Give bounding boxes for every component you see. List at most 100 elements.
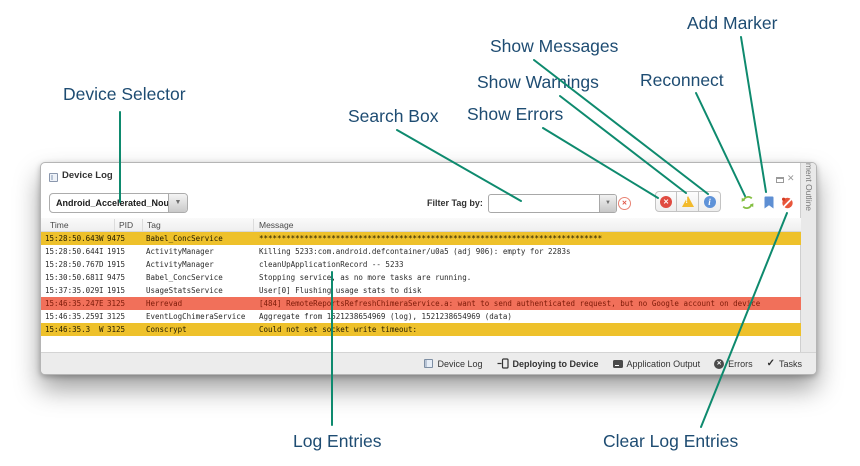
log-cell-tag: ActivityManager <box>146 260 214 269</box>
log-cell-pid: 9475 <box>107 234 126 243</box>
annotation-show-warnings: Show Warnings <box>477 72 599 92</box>
info-circle-icon: i <box>703 195 716 208</box>
column-divider <box>253 219 254 231</box>
filter-tag-label: Filter Tag by: <box>427 198 483 208</box>
panel-icon <box>424 359 434 368</box>
annotation-show-errors: Show Errors <box>467 104 564 124</box>
log-cell-time: 15:28:50.767 <box>45 260 100 269</box>
log-cell-time: 15:46:35.247 <box>45 299 100 308</box>
column-header-tag[interactable]: Tag <box>147 220 161 230</box>
clear-log-button[interactable] <box>780 195 795 210</box>
log-level-toggle-group: ✕ ! i <box>655 191 721 212</box>
column-divider <box>142 219 143 231</box>
log-cell-tag: UsageStatsService <box>146 286 223 295</box>
log-cell-pid: 3125 <box>107 325 126 334</box>
statusbar-item-deploying[interactable]: Deploying to Device <box>497 358 599 369</box>
document-outline-label: Document Outline <box>804 163 814 212</box>
column-divider <box>114 219 115 231</box>
log-cell-pid: 9475 <box>107 273 126 282</box>
annotation-reconnect: Reconnect <box>640 70 724 90</box>
annotation-add-marker: Add Marker <box>687 13 778 33</box>
annotation-clear-log-entries: Clear Log Entries <box>603 431 739 451</box>
clear-filter-icon[interactable]: ✕ <box>618 197 631 210</box>
close-icon[interactable]: ✕ <box>787 173 795 183</box>
panel-icon <box>49 173 58 182</box>
panel-title: Device Log <box>62 170 113 181</box>
statusbar-item-application-output[interactable]: Application Output <box>612 359 700 369</box>
show-warnings-button[interactable]: ! <box>677 191 699 212</box>
device-selector-value: Android_Accelerated_Nougat <box>56 198 183 208</box>
log-cell-level: D <box>99 260 104 269</box>
search-box[interactable]: ▼ <box>488 194 617 213</box>
log-cell-time: 15:37:35.029 <box>45 286 100 295</box>
log-cell-level: I <box>99 312 104 321</box>
log-table-header: Time PID Tag Message <box>41 218 801 232</box>
log-cell-message: Killing 5233:com.android.defcontainer/u0… <box>259 247 571 256</box>
log-cell-tag: Herrevad <box>146 299 183 308</box>
log-cell-level: I <box>99 273 104 282</box>
device-selector-combo[interactable]: Android_Accelerated_Nougat ▼ <box>49 193 188 213</box>
log-cell-level: W <box>99 325 104 334</box>
log-cell-tag: Babel_ConcService <box>146 234 223 243</box>
log-cell-time: 15:46:35.3 <box>45 325 91 334</box>
log-cell-time: 15:28:50.643 <box>45 234 100 243</box>
statusbar-item-tasks[interactable]: ✓ Tasks <box>766 358 802 369</box>
warning-triangle-icon: ! <box>681 196 694 207</box>
chevron-down-icon[interactable]: ▼ <box>599 195 616 212</box>
filter-tag-input[interactable] <box>491 196 597 211</box>
log-cell-message: Could not set socket write timeout: <box>259 325 418 334</box>
annotation-log-entries: Log Entries <box>293 431 382 451</box>
annotation-show-messages: Show Messages <box>490 36 619 56</box>
add-marker-button[interactable] <box>762 195 777 210</box>
device-deploy-icon <box>497 358 509 369</box>
show-errors-button[interactable]: ✕ <box>655 191 677 212</box>
device-log-panel: Device Log ✕ Android_Accelerated_Nougat … <box>40 162 817 375</box>
column-header-message[interactable]: Message <box>259 220 294 230</box>
tab-document-outline[interactable]: Document Outline <box>800 163 816 353</box>
annotation-search-box: Search Box <box>348 106 439 126</box>
log-cell-level: W <box>99 234 104 243</box>
log-cell-pid: 3125 <box>107 299 126 308</box>
log-cell-time: 15:30:50.681 <box>45 273 100 282</box>
float-window-icon[interactable] <box>776 177 784 183</box>
statusbar-item-device-log[interactable]: Device Log <box>424 359 483 369</box>
annotation-device-selector: Device Selector <box>63 84 186 104</box>
log-cell-pid: 1915 <box>107 286 126 295</box>
log-cell-level: I <box>99 286 104 295</box>
log-cell-tag: ActivityManager <box>146 247 214 256</box>
check-icon: ✓ <box>766 358 775 369</box>
log-cell-message: cleanUpApplicationRecord -- 5233 <box>259 260 404 269</box>
log-cell-tag: Babel_ConcService <box>146 273 223 282</box>
log-cell-time: 15:28:50.644 <box>45 247 100 256</box>
column-header-time[interactable]: Time <box>50 220 69 230</box>
log-cell-tag: Conscrypt <box>146 325 187 334</box>
log-cell-message: [484] RemoteReportsRefreshChimeraService… <box>259 299 761 308</box>
error-circle-icon: ✕ <box>660 195 672 208</box>
log-cell-tag: EventLogChimeraService <box>146 312 246 321</box>
reconnect-button[interactable] <box>740 195 755 210</box>
status-bar: Device Log Deploying to Device Applicati… <box>41 352 816 374</box>
log-cell-message: User[0] Flushing usage stats to disk <box>259 286 422 295</box>
log-cell-message: Stopping service, as no more tasks are r… <box>259 273 472 282</box>
log-cell-pid: 1915 <box>107 260 126 269</box>
log-cell-level: I <box>99 247 104 256</box>
log-cell-time: 15:46:35.259 <box>45 312 100 321</box>
log-cell-message: ****************************************… <box>259 234 603 243</box>
show-messages-button[interactable]: i <box>699 191 721 212</box>
terminal-icon <box>612 359 623 368</box>
chevron-down-icon[interactable]: ▼ <box>168 194 187 212</box>
log-cell-pid: 1915 <box>107 247 126 256</box>
statusbar-item-errors[interactable]: ✕ Errors <box>714 358 753 369</box>
column-header-pid[interactable]: PID <box>119 220 134 230</box>
log-cell-message: Aggregate from 1521238654969 (log), 1521… <box>259 312 512 321</box>
error-circle-icon: ✕ <box>714 358 725 369</box>
